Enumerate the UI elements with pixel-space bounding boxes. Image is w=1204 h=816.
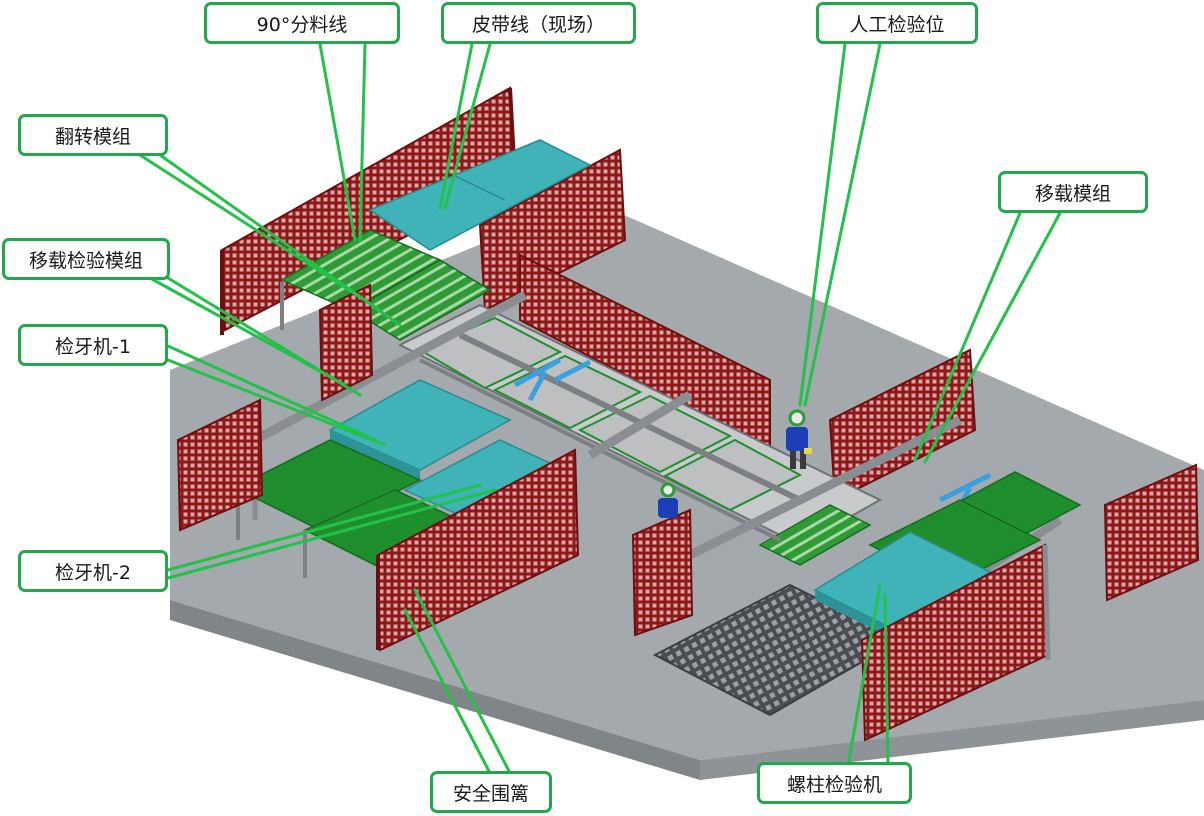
callout-sorting-line-90: 90°分料线 <box>204 2 400 44</box>
worker-icon <box>786 409 812 469</box>
worker-icon <box>658 482 678 518</box>
callout-belt-line-onsite: 皮带线（现场） <box>441 2 636 44</box>
callout-stud-inspection-machine: 螺柱检验机 <box>757 762 912 804</box>
callout-safety-fence: 安全围篱 <box>430 771 552 813</box>
roller-conveyors-top <box>280 229 492 341</box>
safety-fence-front-gate <box>631 508 694 637</box>
callout-transfer-inspection-module: 移载检验模组 <box>2 238 170 280</box>
safety-fence-front-middle <box>376 448 580 652</box>
leader-lines <box>138 42 1062 775</box>
safety-fence-left <box>176 283 374 532</box>
stud-inspection-area <box>813 471 1082 640</box>
callout-transfer-module: 移载模组 <box>998 171 1148 213</box>
green-tables-left <box>233 439 472 578</box>
callout-manual-inspection: 人工检验位 <box>816 2 978 44</box>
thread-checker-machines <box>328 379 567 521</box>
callout-flip-module: 翻转模组 <box>18 114 168 156</box>
callout-thread-checker-2: 检牙机-2 <box>18 550 168 592</box>
callout-thread-checker-1: 检牙机-1 <box>18 324 168 366</box>
safety-fence-front-right <box>860 463 1200 742</box>
belt-line-top <box>368 139 592 251</box>
